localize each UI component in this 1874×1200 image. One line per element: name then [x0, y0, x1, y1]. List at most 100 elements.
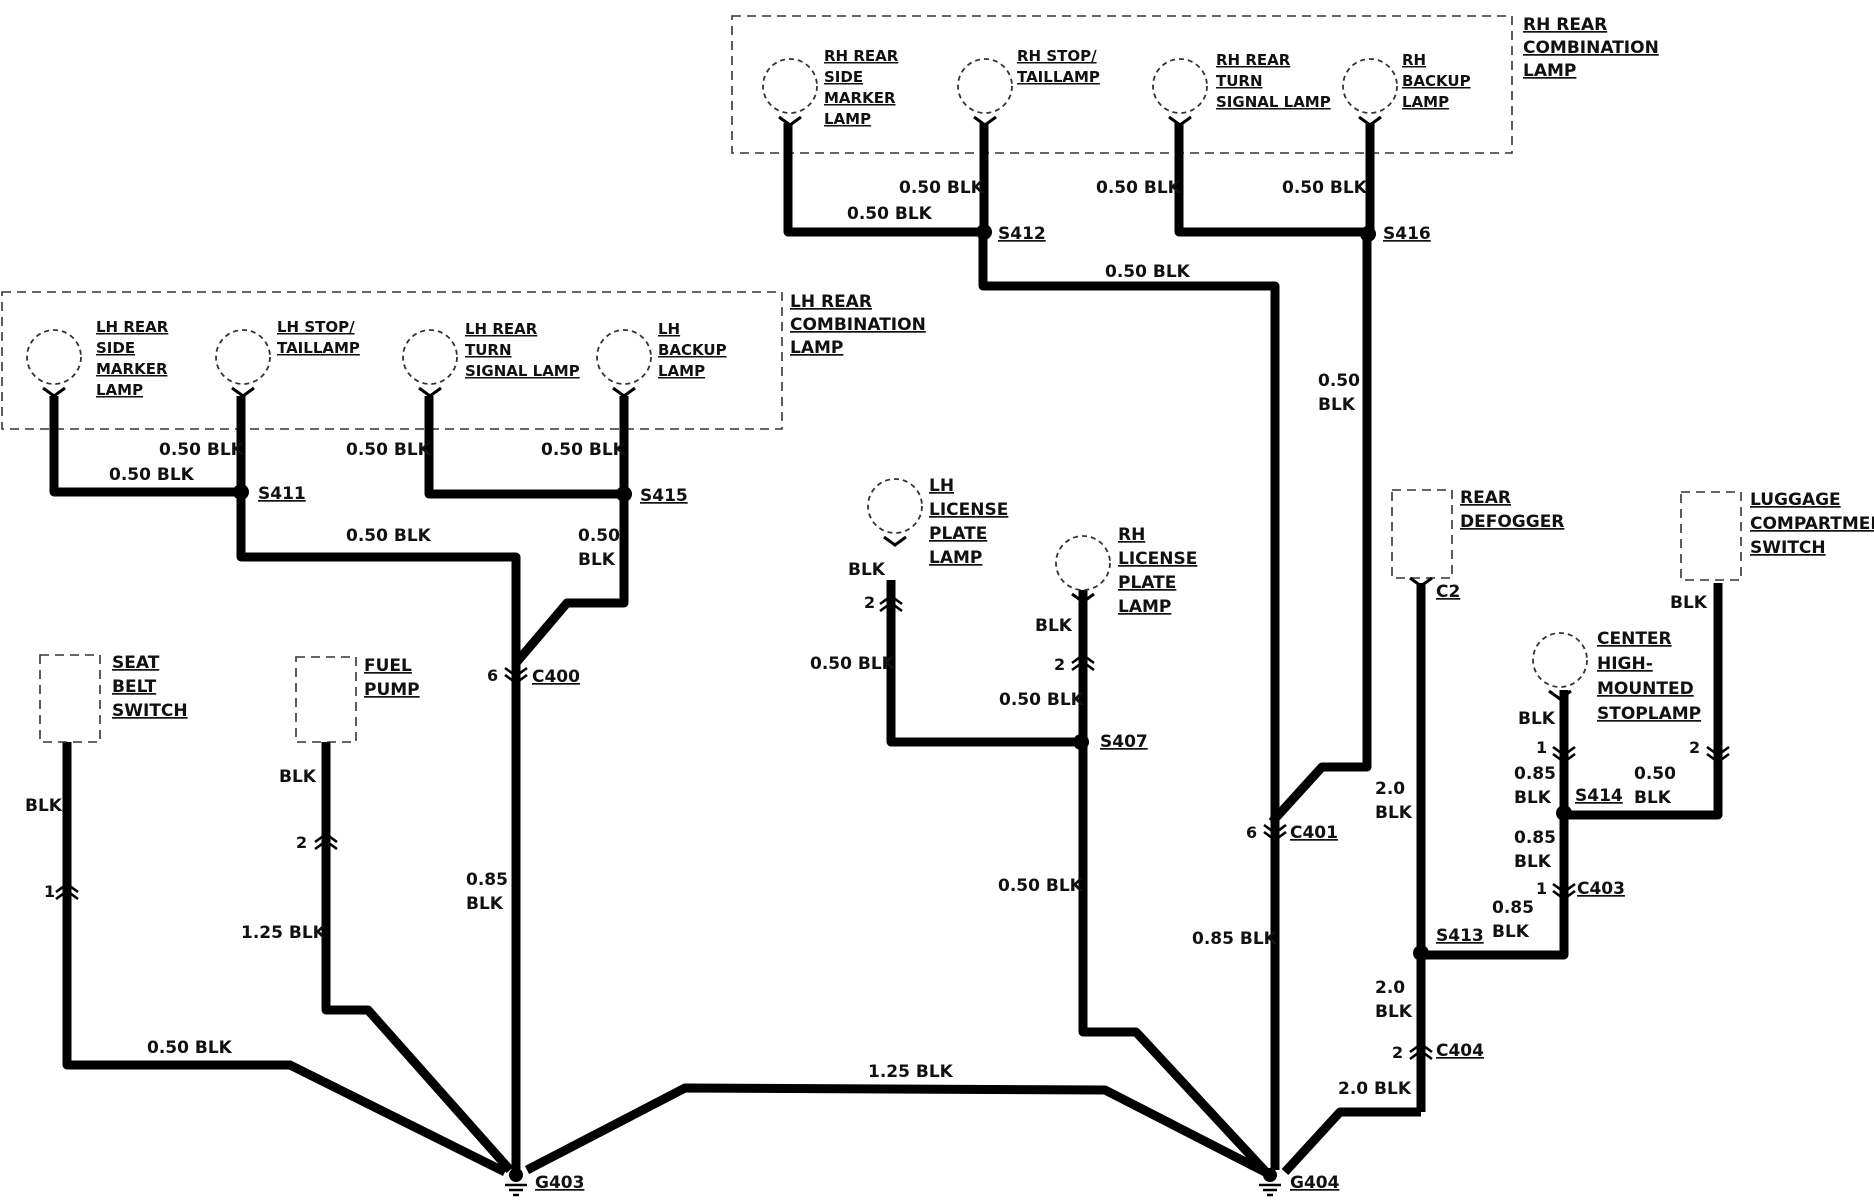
- splice-s412: [976, 224, 992, 240]
- text-line: LAMP: [1402, 93, 1449, 111]
- connector-c400: [504, 666, 528, 685]
- wire-seat-belt: [62, 742, 508, 1177]
- text-line: REAR: [1460, 488, 1511, 508]
- fuel-pump-pin-number: 2: [296, 833, 307, 852]
- text-line: 0.50 BLK: [346, 440, 432, 460]
- rh-license-pin-number: 2: [1054, 655, 1065, 674]
- wire-label-fuel-pump: BLK: [279, 767, 317, 787]
- wire-label-c404-g404: 2.0 BLK: [1338, 1079, 1412, 1099]
- wire-label-c401-g404: 0.85 BLK: [1192, 929, 1278, 949]
- lh-turn-terminal: [418, 386, 442, 398]
- rh-license-plate-lamp: [1055, 535, 1111, 591]
- wire-label-rh-stop-tail: 0.50 BLK: [899, 178, 985, 198]
- text-line: LH REAR: [96, 318, 169, 336]
- text-line: PLATE: [1118, 573, 1176, 593]
- wire-label-lh-license: 0.50 BLK: [810, 654, 896, 674]
- text-line: RH REAR: [1523, 15, 1607, 35]
- wire-label-s412-down: 0.50 BLK: [1105, 262, 1191, 282]
- rh-side-marker-terminal: [778, 115, 802, 127]
- text-line: BLK: [1318, 395, 1356, 415]
- text-line: HIGH-: [1597, 654, 1653, 674]
- text-line: 0.85: [466, 870, 508, 890]
- seat-belt-pin-number: 1: [44, 882, 55, 901]
- text-line: 0.50 BLK: [810, 654, 896, 674]
- wire-label-s407-g404: 0.50 BLK: [998, 876, 1084, 896]
- text-line: 0.50 BLK: [109, 465, 195, 485]
- text-line: RH: [1118, 525, 1145, 545]
- lh-license-plate-lamp: [867, 478, 923, 534]
- rh-turn-signal-lamp: [1152, 58, 1208, 114]
- text-line: LUGGAGE: [1750, 490, 1841, 510]
- rh-backup-terminal: [1358, 115, 1382, 127]
- text-line: 0.50 BLK: [159, 440, 245, 460]
- text-line: MARKER: [96, 360, 168, 378]
- wire-lh-license: [886, 580, 1074, 747]
- connector-fuel-pin: [314, 832, 338, 851]
- splice-s416: [1360, 226, 1376, 242]
- lh-backup-terminal: [612, 386, 636, 398]
- node-s415-label: S415: [640, 486, 688, 506]
- splice-s414: [1556, 805, 1572, 821]
- wire-s411-to-c400: [236, 492, 521, 672]
- text-line: BLK: [1375, 803, 1413, 823]
- text-line: BELT: [112, 677, 157, 697]
- text-line: LH: [929, 476, 954, 496]
- text-line: LAMP: [790, 338, 843, 358]
- lh-backup-lamp: [596, 329, 652, 385]
- ground-g403-label: G403: [535, 1173, 584, 1193]
- wire-label-lh-license-top: BLK: [848, 560, 886, 580]
- connector-c404-label: C404: [1436, 1041, 1484, 1061]
- lh-side-marker-lamp: [26, 329, 82, 385]
- splice-s411: [233, 484, 249, 500]
- text-line: 0.50 BLK: [541, 440, 627, 460]
- text-line: TURN: [1216, 72, 1263, 90]
- lh-turn-signal-lamp: [402, 329, 458, 385]
- text-line: 0.50 BLK: [998, 876, 1084, 896]
- wire-label-lh-turn: 0.50 BLK: [346, 440, 432, 460]
- connector-c401: [1263, 823, 1287, 842]
- lh-rear-combination-lamp-box: [1, 291, 783, 430]
- wire-s415-to-c400: [512, 494, 629, 666]
- text-line: PLATE: [929, 524, 987, 544]
- rear-defogger-box: [1391, 489, 1453, 579]
- c2-terminal: [1409, 576, 1433, 588]
- text-line: 0.50 BLK: [1105, 262, 1191, 282]
- text-line: TURN: [465, 341, 512, 359]
- splice-s407: [1073, 734, 1089, 750]
- c401-pin-number: 6: [1246, 823, 1257, 842]
- text-line: LAMP: [658, 362, 705, 380]
- wire-label-lh-side-marker: 0.50 BLK: [109, 465, 195, 485]
- text-line: SWITCH: [1750, 538, 1826, 558]
- text-line: LH REAR: [790, 292, 872, 312]
- text-line: LH STOP/: [277, 318, 355, 336]
- wire-label-lh-stop-tail: 0.50 BLK: [159, 440, 245, 460]
- wire-g403-to-g404: [524, 1083, 1268, 1177]
- text-line: BLK: [1634, 788, 1672, 808]
- chmsl-terminal: [1548, 689, 1572, 701]
- wire-label-seat-belt: BLK: [25, 796, 63, 816]
- text-line: BLK: [466, 894, 504, 914]
- text-line: TAILLAMP: [1017, 68, 1100, 86]
- text-line: 0.50 BLK: [999, 690, 1085, 710]
- luggage-pin-number: 2: [1689, 738, 1700, 757]
- wire-c403-to-s413: [1421, 950, 1569, 960]
- wire-lh-turn: [424, 396, 624, 499]
- node-s412-label: S412: [998, 224, 1046, 244]
- splices: [233, 224, 1572, 961]
- fuel-pump-box: [295, 656, 357, 743]
- text-line: SIGNAL LAMP: [465, 362, 580, 380]
- text-line: CENTER: [1597, 629, 1672, 649]
- lh-stop-tail-lamp: [215, 329, 271, 385]
- text-line: SWITCH: [112, 701, 188, 721]
- text-line: 0.50: [578, 526, 620, 546]
- text-line: BACKUP: [1402, 72, 1471, 90]
- text-line: BLK: [1035, 616, 1073, 636]
- text-line: BLK: [1670, 593, 1708, 613]
- wire-s407-to-g404: [1078, 742, 1270, 1176]
